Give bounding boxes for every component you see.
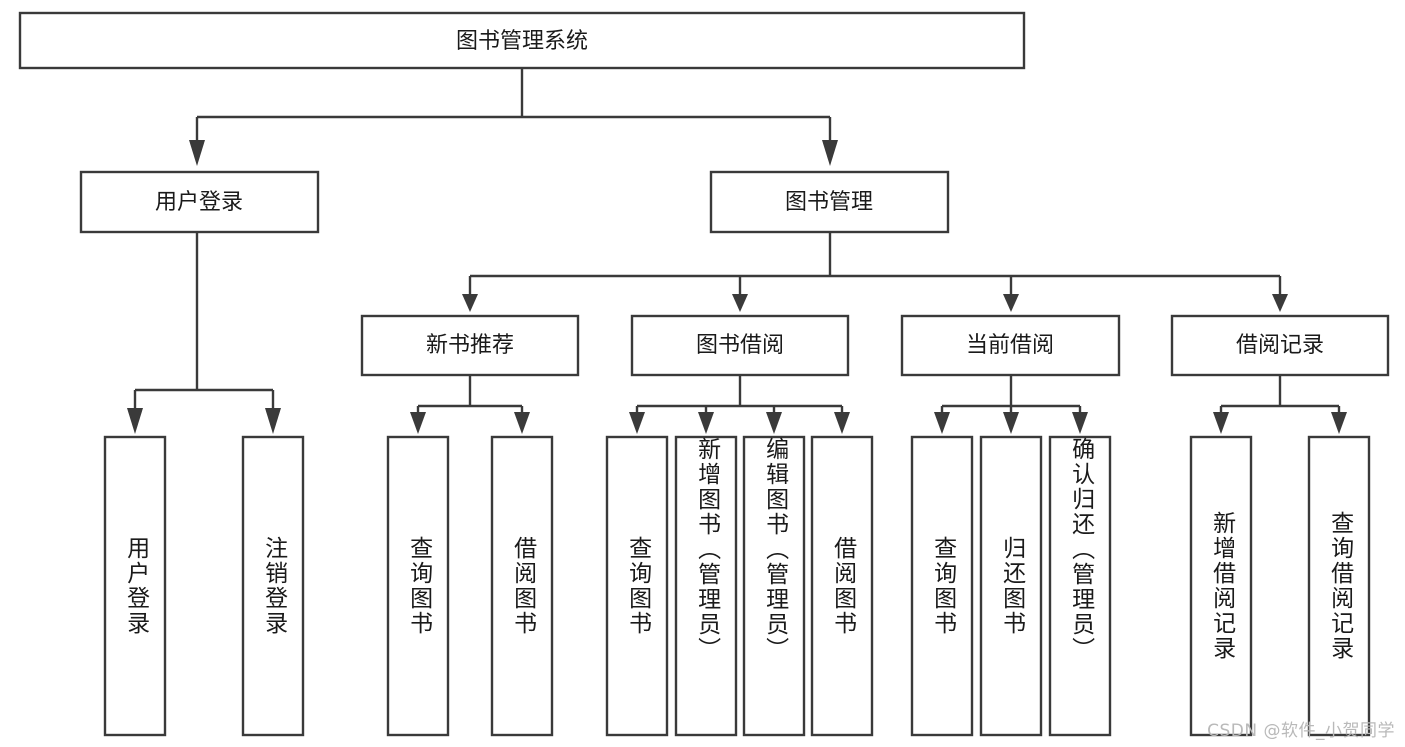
book-borrow-label: 图书借阅 bbox=[696, 333, 784, 358]
leaf-box-return-book[interactable] bbox=[979, 435, 1043, 737]
arrow-head-leaf-confirm-return bbox=[1072, 412, 1088, 434]
current-borrow-label: 当前借阅 bbox=[966, 333, 1054, 358]
new-book-rec-label: 新书推荐 bbox=[426, 333, 514, 358]
node-root[interactable]: 图书管理系统 bbox=[18, 11, 1026, 70]
node-book-borrow[interactable]: 图书借阅 bbox=[630, 314, 850, 377]
arrow-head-book-manage bbox=[822, 140, 838, 166]
arrow-head-leaf-return-book bbox=[1003, 412, 1019, 434]
book-borrow-box bbox=[630, 314, 850, 377]
arrow-head-leaf-add-book bbox=[698, 412, 714, 434]
user-login-box bbox=[79, 170, 320, 234]
root-box bbox=[18, 11, 1026, 70]
arrow-head-leaf-borrow-book-1 bbox=[514, 412, 530, 434]
leaf-box-user-login[interactable] bbox=[103, 435, 167, 737]
borrow-record-label: 借阅记录 bbox=[1236, 333, 1324, 358]
arrow-head-user-login bbox=[189, 140, 205, 166]
borrow-record-box bbox=[1170, 314, 1390, 377]
arrow-head-leaf-query-book-3 bbox=[934, 412, 950, 434]
leaf-box-borrow-book-2[interactable] bbox=[810, 435, 874, 737]
arrow-head-leaf-add-record bbox=[1213, 412, 1229, 434]
new-book-rec-box bbox=[360, 314, 580, 377]
leaf-box-query-book-1[interactable] bbox=[386, 435, 450, 737]
leaf-box-query-book-3[interactable] bbox=[910, 435, 974, 737]
book-manage-label: 图书管理 bbox=[785, 190, 873, 215]
node-user-login[interactable]: 用户登录 bbox=[79, 170, 320, 234]
leaf-box-query-book-2[interactable] bbox=[605, 435, 669, 737]
csdn-watermark: CSDN @软件_小贺同学 bbox=[1207, 721, 1395, 741]
leaf-box-edit-book[interactable] bbox=[742, 435, 806, 737]
node-current-borrow[interactable]: 当前借阅 bbox=[900, 314, 1121, 377]
arrow-head-leaf-query-record bbox=[1331, 412, 1347, 434]
user-login-label: 用户登录 bbox=[155, 190, 243, 215]
leaf-box-user-logout[interactable] bbox=[241, 435, 305, 737]
arrow-head-leaf-user-logout bbox=[265, 408, 281, 434]
arrow-head-leaf-query-book-1 bbox=[410, 412, 426, 434]
arrow-head-leaf-borrow-book-2 bbox=[834, 412, 850, 434]
leaf-box-borrow-book-1[interactable] bbox=[490, 435, 554, 737]
arrow-head-borrow-record bbox=[1272, 294, 1288, 312]
leaf-box-query-record[interactable] bbox=[1307, 435, 1371, 737]
arrow-head-book-borrow bbox=[732, 294, 748, 312]
leaf-box-add-book[interactable] bbox=[674, 435, 738, 737]
arrow-head-leaf-edit-book bbox=[766, 412, 782, 434]
connector-group bbox=[127, 68, 1347, 434]
leaf-box-group bbox=[103, 435, 1371, 737]
book-manage-box bbox=[709, 170, 950, 234]
leaf-box-add-record[interactable] bbox=[1189, 435, 1253, 737]
arrow-head-new-book-rec bbox=[462, 294, 478, 312]
root-label: 图书管理系统 bbox=[456, 29, 588, 54]
arrow-head-current-borrow bbox=[1003, 294, 1019, 312]
arrow-head-leaf-user-login bbox=[127, 408, 143, 434]
leaf-box-confirm-return[interactable] bbox=[1048, 435, 1112, 737]
node-book-manage[interactable]: 图书管理 bbox=[709, 170, 950, 234]
current-borrow-box bbox=[900, 314, 1121, 377]
node-new-book-rec[interactable]: 新书推荐 bbox=[360, 314, 580, 377]
arrow-head-leaf-query-book-2 bbox=[629, 412, 645, 434]
node-borrow-record[interactable]: 借阅记录 bbox=[1170, 314, 1390, 377]
